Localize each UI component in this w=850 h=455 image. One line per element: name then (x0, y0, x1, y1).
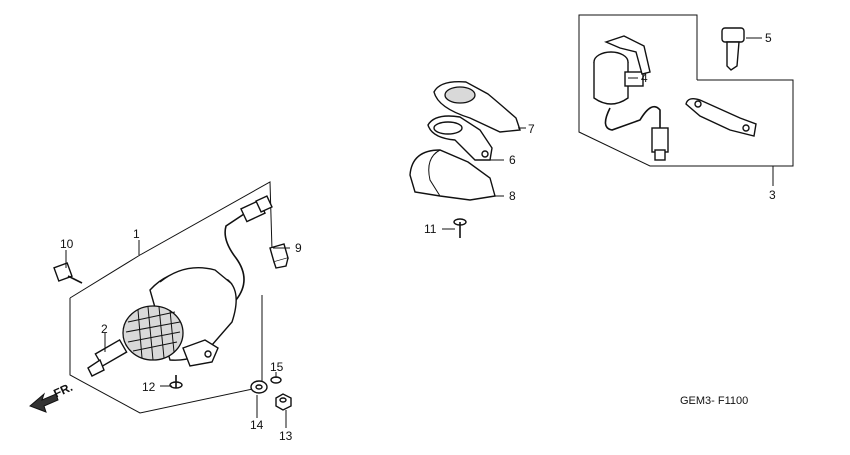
headlight-group-outline (69, 181, 273, 414)
ignition-group-outline (578, 14, 794, 167)
front-direction-label: FR. (51, 380, 74, 401)
screw-12 (169, 375, 183, 389)
callout-3: 3 (769, 188, 776, 202)
callout-9: 9 (295, 241, 302, 255)
handlebar-cover-7 (433, 81, 521, 133)
callout-8: 8 (509, 189, 516, 203)
front-direction-arrow-icon (29, 392, 59, 413)
ignition-switch-4 (593, 35, 669, 161)
headlight-lens-grid (125, 306, 181, 361)
callout-5: 5 (765, 31, 772, 45)
callout-1: 1 (133, 227, 140, 241)
callout-10: 10 (60, 237, 74, 251)
key-5 (721, 27, 745, 71)
nut-13 (275, 393, 292, 411)
callout-6: 6 (509, 153, 516, 167)
figure-code: GEM3- F1100 (680, 395, 748, 407)
callout-12: 12 (142, 380, 156, 394)
washer-14 (250, 380, 268, 394)
callout-14: 14 (250, 418, 264, 432)
handlebar-cover-8 (409, 149, 496, 201)
callout-4: 4 (641, 71, 648, 85)
handlebar-bracket-6 (427, 115, 493, 161)
callout-15: 15 (270, 360, 284, 374)
callout-2: 2 (101, 322, 108, 336)
callout-11: 11 (424, 222, 437, 236)
leader-lines (65, 37, 774, 428)
bolt-10 (53, 262, 83, 284)
callout-7: 7 (528, 122, 535, 136)
lock-plate (685, 97, 757, 137)
headlight-housing (122, 195, 273, 367)
screw-11 (453, 218, 467, 238)
callout-13: 13 (279, 429, 293, 443)
headlight-bulb (87, 338, 128, 377)
